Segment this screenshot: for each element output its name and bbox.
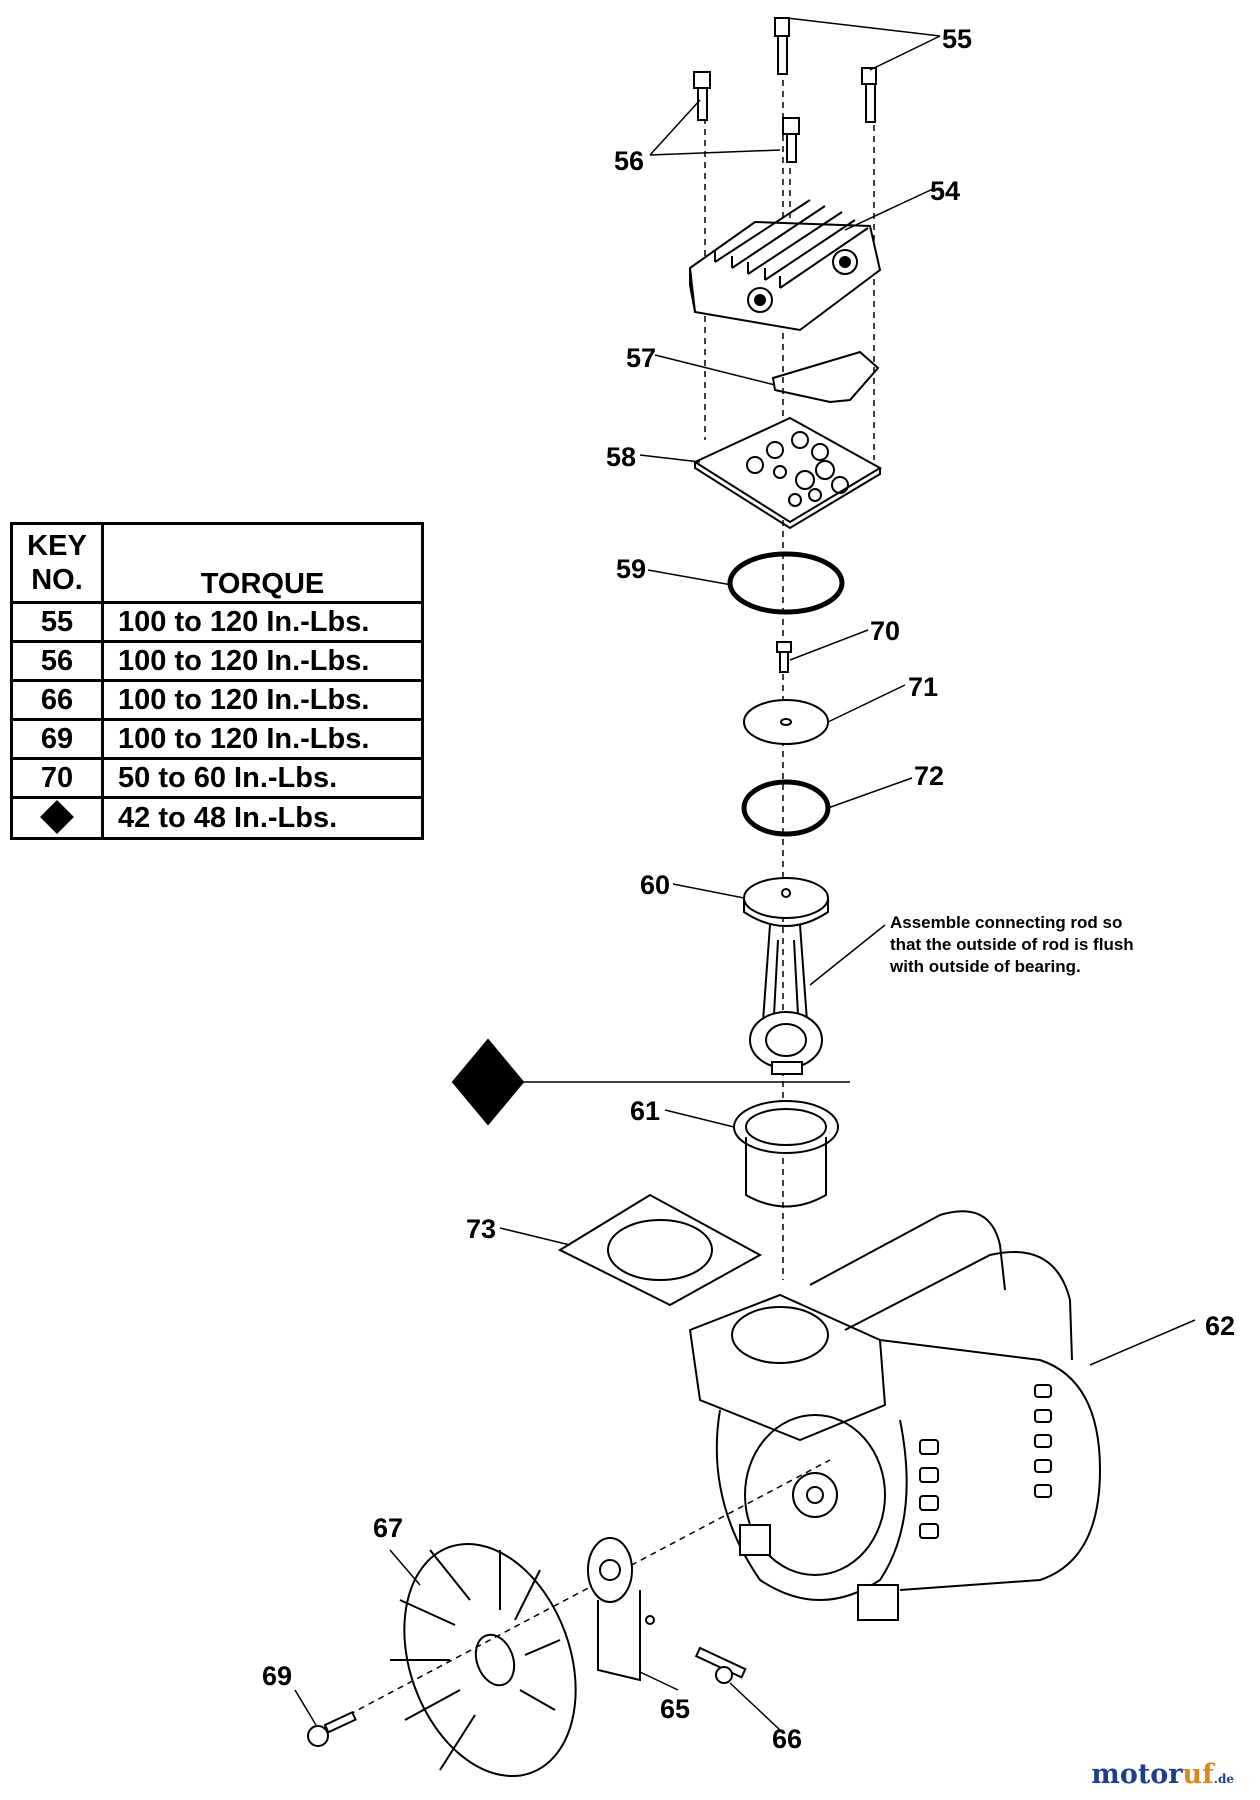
callout-70: 70 (870, 616, 900, 646)
torque-cell: 50 to 60 In.-Lbs. (101, 757, 424, 799)
key-cell: 66 (10, 679, 104, 721)
note-line-2: that the outside of rod is flush (890, 935, 1134, 954)
part-65-eccentric (587, 1537, 655, 1682)
key-cell (10, 796, 104, 840)
callout-67: 67 (373, 1513, 403, 1543)
diamond-symbol (451, 1038, 525, 1126)
part-71-disc (743, 699, 829, 745)
callout-54: 54 (930, 176, 960, 206)
part-66-screw (694, 1646, 747, 1684)
part-70-screw (776, 641, 792, 673)
callout-65: 65 (660, 1694, 690, 1724)
watermark-tld: .de (1213, 1772, 1234, 1786)
callout-59: 59 (616, 554, 646, 584)
callout-73: 73 (466, 1214, 496, 1244)
header-no-line: NO. (31, 564, 83, 596)
table-row: 69 100 to 120 In.-Lbs. (10, 718, 424, 760)
callout-66: 66 (772, 1724, 802, 1754)
part-72-ring (741, 779, 831, 837)
torque-cell: 100 to 120 In.-Lbs. (101, 601, 424, 643)
torque-cell: 100 to 120 In.-Lbs. (101, 718, 424, 760)
note-line-1: Assemble connecting rod so (890, 913, 1122, 932)
part-59-o-ring (727, 551, 845, 615)
part-58-valve-plate (692, 416, 882, 530)
callout-58: 58 (606, 442, 636, 472)
torque-table: KEY NO. TORQUE 55 100 to 120 In.-Lbs. 56… (10, 522, 424, 840)
header-torque: TORQUE (101, 522, 424, 604)
key-cell: 55 (10, 601, 104, 643)
callout-71: 71 (908, 672, 938, 702)
callout-55: 55 (942, 24, 972, 54)
table-row: 70 50 to 60 In.-Lbs. (10, 757, 424, 799)
diamond-icon (40, 800, 74, 834)
table-row: 42 to 48 In.-Lbs. (10, 796, 424, 840)
part-54-cylinder-head (688, 199, 882, 332)
callout-69: 69 (262, 1661, 292, 1691)
table-row: 66 100 to 120 In.-Lbs. (10, 679, 424, 721)
key-cell: 56 (10, 640, 104, 682)
table-row: 55 100 to 120 In.-Lbs. (10, 601, 424, 643)
watermark-main: motor (1091, 1759, 1183, 1790)
part-62-motor-crankcase (688, 1210, 1102, 1621)
header-key-line: KEY (27, 530, 87, 562)
watermark-accent: uf (1182, 1759, 1214, 1790)
key-cell: 69 (10, 718, 104, 760)
callout-56: 56 (614, 146, 644, 176)
key-cell: 70 (10, 757, 104, 799)
part-67-fan (390, 1542, 577, 1778)
part-73-gasket (557, 1193, 763, 1307)
callout-61: 61 (630, 1096, 660, 1126)
part-57-gasket (771, 350, 880, 404)
torque-cell: 42 to 48 In.-Lbs. (101, 796, 424, 840)
part-56-bolts (693, 71, 800, 163)
part-60-connecting-rod (743, 877, 829, 1075)
part-55-bolts (774, 17, 877, 123)
watermark-logo: motoruf.de (1091, 1759, 1234, 1790)
part-61-bearing-sleeve (733, 1100, 839, 1208)
callout-60: 60 (640, 870, 670, 900)
callout-62: 62 (1205, 1311, 1235, 1341)
part-69-screw (307, 1710, 357, 1747)
torque-cell: 100 to 120 In.-Lbs. (101, 679, 424, 721)
note-line-3: with outside of bearing. (889, 957, 1081, 976)
table-header-row: KEY NO. TORQUE (10, 522, 424, 604)
header-key-no: KEY NO. (10, 522, 104, 604)
table-row: 56 100 to 120 In.-Lbs. (10, 640, 424, 682)
torque-cell: 100 to 120 In.-Lbs. (101, 640, 424, 682)
callout-57: 57 (626, 343, 656, 373)
leader-lines (294, 17, 1196, 1731)
callout-72: 72 (914, 761, 944, 791)
